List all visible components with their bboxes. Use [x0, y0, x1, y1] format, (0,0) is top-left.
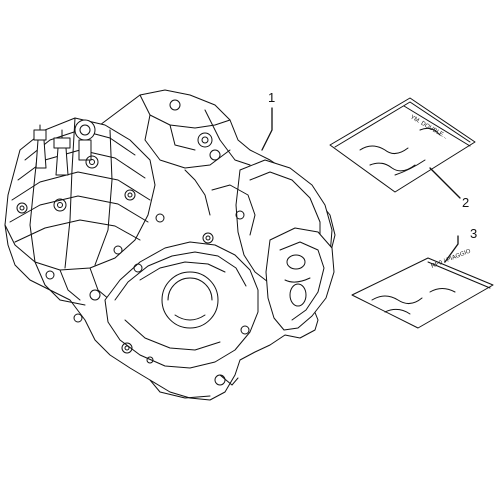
- leader-line-2: [429, 167, 461, 199]
- callout-1: 1: [268, 90, 275, 105]
- spark-plug-left: [33, 124, 47, 169]
- spark-plug-right: [74, 119, 96, 161]
- leader-line-1: [261, 107, 273, 151]
- callout-2: 2: [462, 195, 469, 210]
- gasket-bag-3: RP0 / PIAGGIO: [351, 248, 494, 329]
- leader-line-3: [444, 235, 459, 263]
- bag3-label: RP0 / PIAGGIO: [431, 248, 473, 269]
- callout-3: 3: [470, 226, 477, 241]
- gasket-bag-2: YM. DOUBLE...: [329, 97, 476, 193]
- callout-labels: 1 2 3: [268, 90, 477, 241]
- leader-lines: [261, 107, 461, 263]
- engine-assembly: [4, 89, 336, 401]
- spark-plug-center: [53, 129, 71, 176]
